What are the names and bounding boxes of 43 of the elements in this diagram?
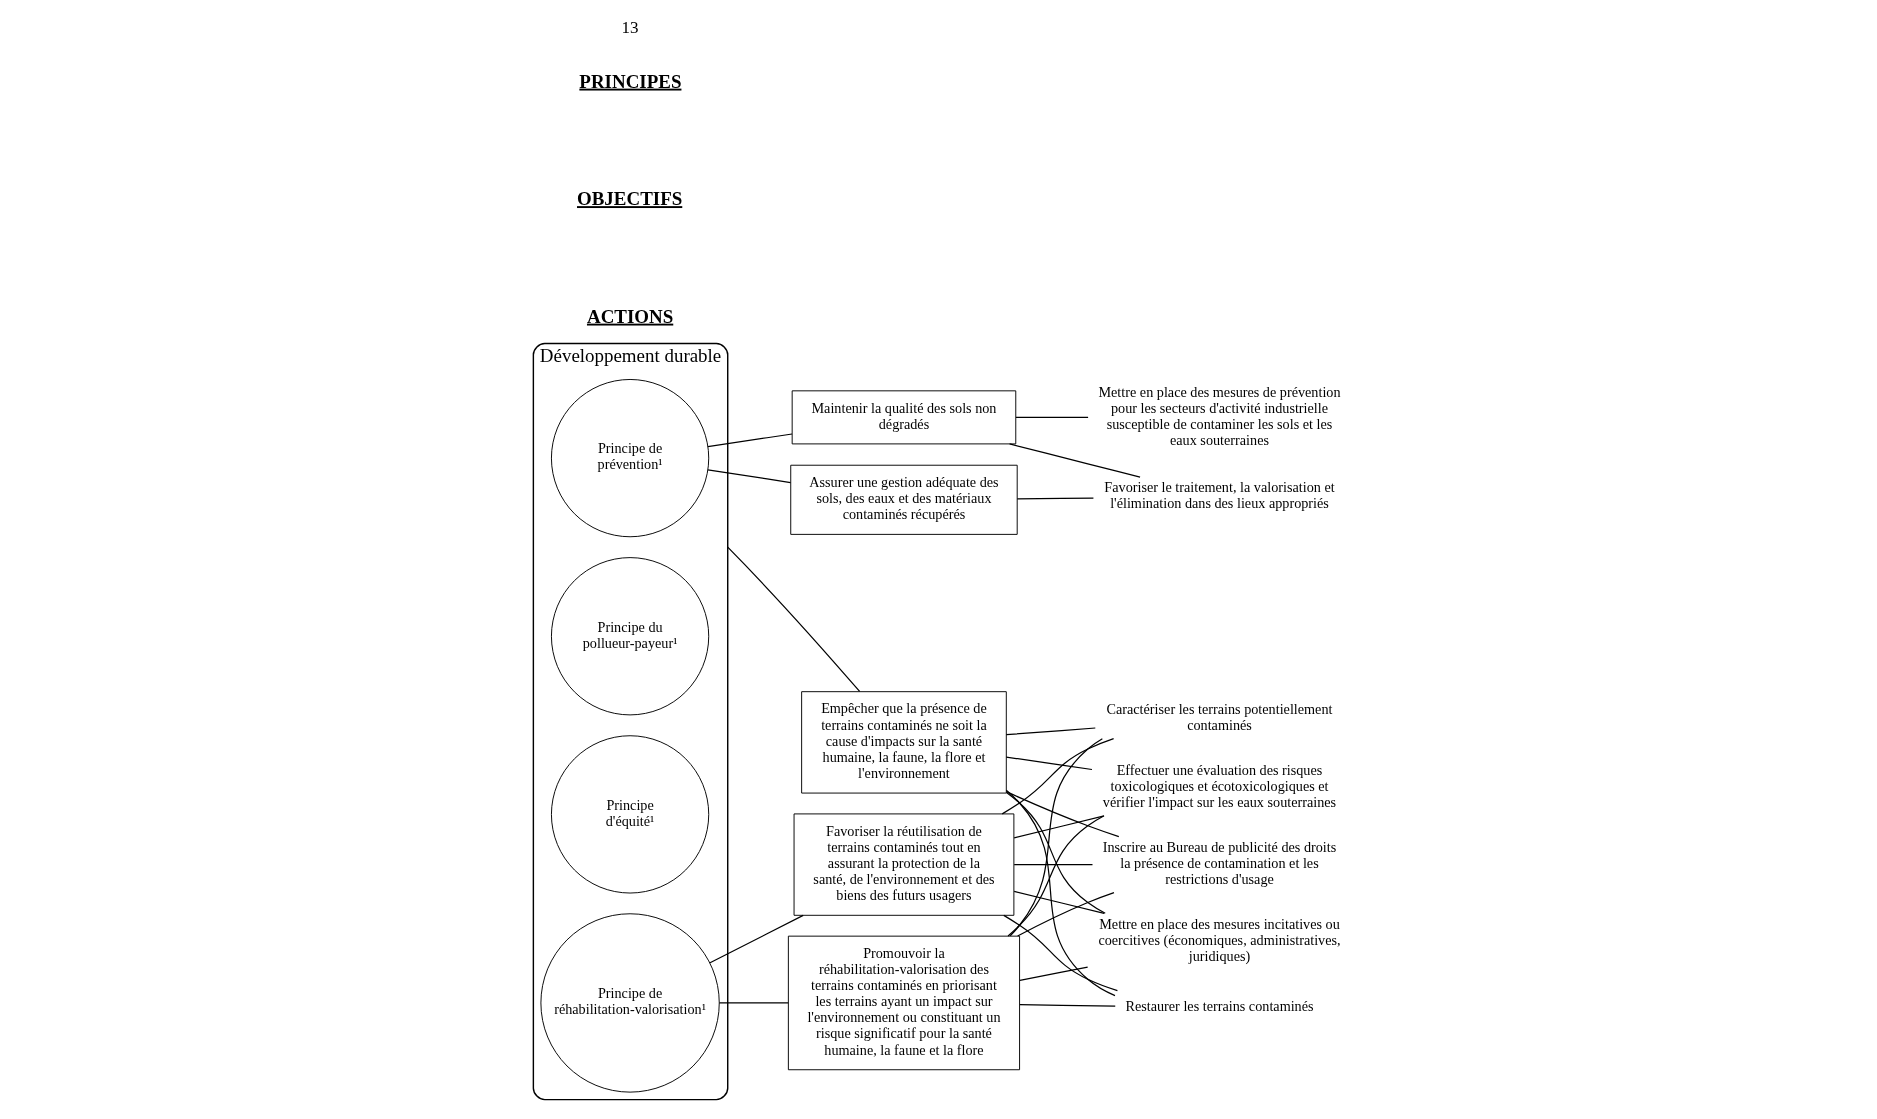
node-box: Maintenir la qualité des sols non dégradés [791,390,1017,445]
node-circle: Principe d'équité¹ [550,735,710,894]
connector [1017,892,1115,937]
label: OBJECTIFS [577,188,683,210]
connector [1013,890,1105,914]
connector [1007,815,1105,937]
node-text: Restaurer les terrains contaminés [1125,998,1314,1014]
connector [1001,738,1115,815]
node-box: Empêcher que la présence de terrains contaminés ne soit la cause d'impacts sur la santé humaine, la faune, la flore et l'environnement [801,691,1007,794]
label: ACTIONS [586,305,674,327]
connector [1005,789,1116,997]
node-box: Promouvoir la réhabilitation-valorisation des terrains contaminés en priorisant les terrains ayant un impact sur l'environnement ou constituant un risque significatif pour la santé humaine, la faune et la flore [787,935,1021,1071]
node-text: Inscrire au Bureau de publicité des droits la présence de contamination et les restrictions d'usage [1102,838,1337,888]
connector [1005,791,1106,914]
connector [1005,727,1096,736]
node-text: Effectuer une évaluation des risques toxicologiques et écotoxicologiques et vérifier l'impact sur les eaux souterraines [1102,762,1337,811]
connector [707,469,792,484]
connector [1019,966,1089,981]
connector [1009,443,1141,478]
node-text: Mettre en place des mesures de prévention pour les secteurs d'activité industrielle susceptible de contaminer les sols et les eaux souterraines [1098,383,1341,448]
connector [718,1002,789,1004]
connector [1003,914,1119,992]
node-circle: Principe du pollueur-payeur¹ [550,557,710,716]
connector [1013,864,1094,866]
connector [727,546,861,693]
node-box: Favoriser la réutilisation de terrains contaminés tout en assurant la protection de la santé, de l'environnement et des biens des futurs usagers [793,813,1015,916]
connector [1019,1004,1116,1007]
node-text: Favoriser le traitement, la valorisation et l'élimination dans des lieux appropriés [1104,479,1335,512]
connector [1005,791,1120,838]
node-text: Mettre en place des mesures incitatives ou coercitives (économiques, administratives, juridiques) [1098,915,1341,964]
label: PRINCIPES [579,70,682,92]
connector [1013,815,1105,839]
connector [709,914,804,964]
label: 13 [621,18,639,38]
connector [1015,416,1089,418]
node-circle: Principe de prévention¹ [550,379,710,538]
connector [1009,738,1103,937]
node-text: Caractériser les terrains potentiellement contaminés [1106,700,1333,734]
connector [707,433,793,448]
node-circle: Principe de réhabilitation-valorisation¹ [540,913,720,1093]
node-box: Assurer une gestion adéquate des sols, des eaux et des matériaux contaminés récupérés [790,464,1018,535]
connector [1005,756,1093,771]
connector [1016,497,1095,500]
